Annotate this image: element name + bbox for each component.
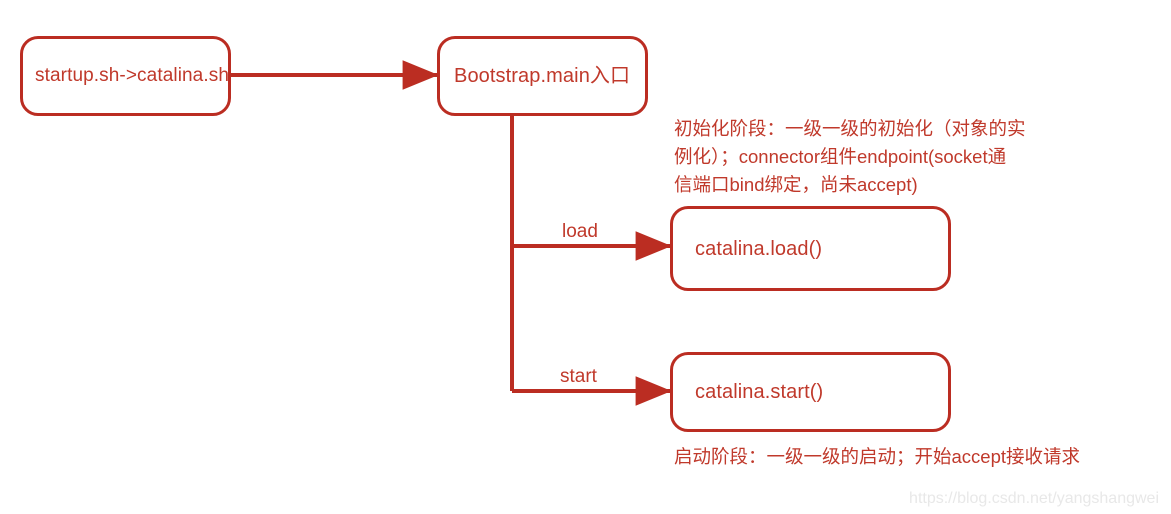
node-catalina-start-label: catalina.start(): [695, 381, 824, 403]
node-bootstrap-main[interactable]: Bootstrap.main入口: [437, 36, 648, 116]
edge-label-start: start: [560, 366, 597, 387]
annotation-init-phase-line-3: 信端口bind绑定，尚未accept): [674, 174, 918, 195]
annotation-start-phase-line-1: 启动阶段：一级一级的启动；开始accept接收请求: [674, 446, 1081, 467]
node-startup-sh-label: startup.sh->catalina.sh: [35, 64, 229, 86]
watermark-url: https://blog.csdn.net/yangshangwei: [909, 490, 1159, 507]
annotation-init-phase-line-1: 初始化阶段：一级一级的初始化（对象的实: [674, 118, 1026, 139]
node-catalina-start[interactable]: catalina.start(): [670, 352, 951, 432]
annotation-init-phase: 初始化阶段：一级一级的初始化（对象的实 例化）；connector组件endpo…: [674, 115, 1064, 199]
annotation-start-phase: 启动阶段：一级一级的启动；开始accept接收请求: [674, 443, 1144, 471]
node-startup-sh[interactable]: startup.sh->catalina.sh: [20, 36, 231, 116]
node-bootstrap-main-label: Bootstrap.main入口: [454, 65, 631, 87]
annotation-init-phase-line-2: 例化）；connector组件endpoint(socket通: [674, 146, 1007, 167]
node-catalina-load[interactable]: catalina.load(): [670, 206, 951, 291]
node-catalina-load-label: catalina.load(): [695, 237, 823, 260]
edge-label-load: load: [562, 221, 598, 242]
